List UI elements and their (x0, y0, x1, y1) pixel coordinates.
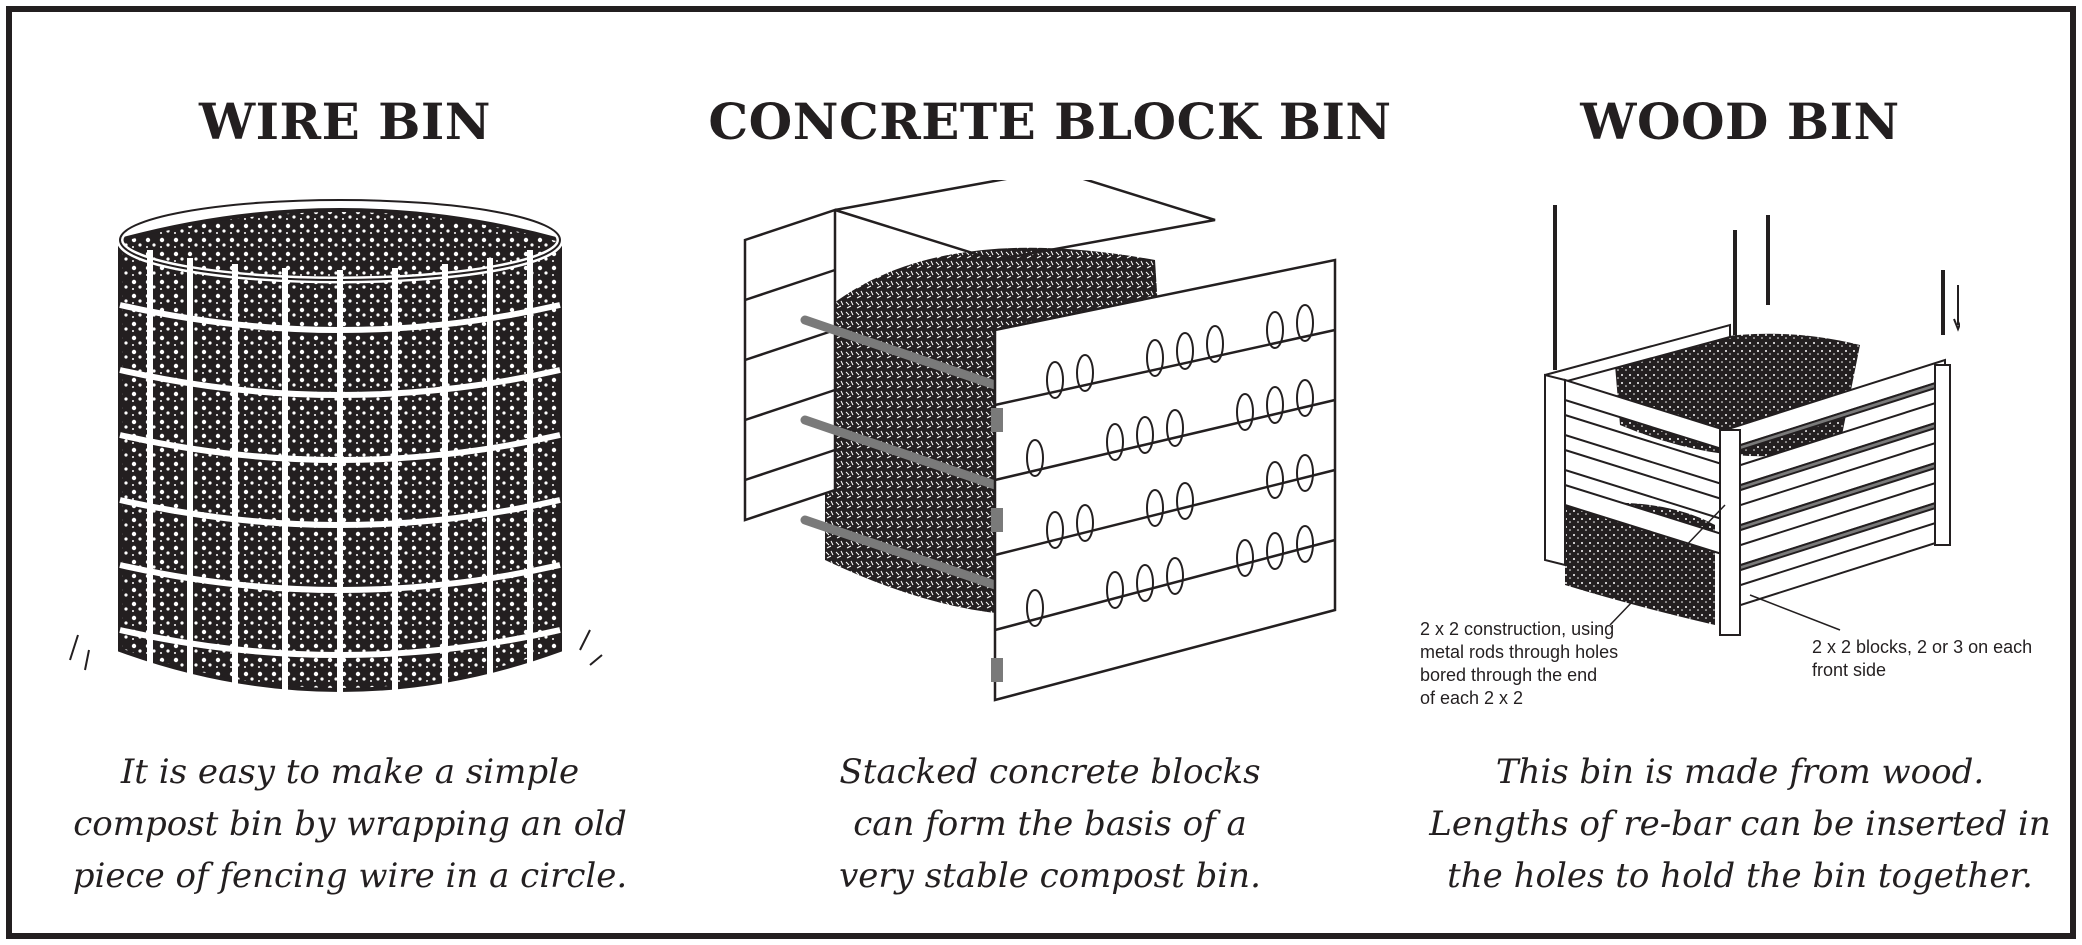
blocks-note-line: front side (1812, 660, 1887, 680)
concrete-block-bin-caption: Stacked concrete blocks can form the bas… (760, 746, 1340, 902)
caption-line: Stacked concrete blocks (839, 752, 1261, 792)
wire-bin-illustration (69, 196, 603, 696)
caption-line: Lengths of re-bar can be inserted in (1429, 804, 2051, 844)
construction-note-line: 2 x 2 construction, using (1420, 619, 1615, 639)
blocks-note-line: 2 x 2 blocks, 2 or 3 on each (1812, 637, 2033, 657)
wood-bin-illustration (1544, 205, 1960, 636)
caption-line: compost bin by wrapping an old (73, 804, 627, 844)
construction-note-line: of each 2 x 2 (1420, 688, 1524, 708)
caption-line: very stable compost bin. (839, 856, 1261, 896)
wire-bin-title: WIRE BIN (199, 92, 491, 151)
caption-line: can form the basis of a (853, 804, 1247, 844)
caption-line: This bin is made from wood. (1495, 752, 1985, 792)
caption-line: the holes to hold the bin together. (1447, 856, 2033, 896)
wood-bin-caption: This bin is made from wood. Lengths of r… (1420, 746, 2060, 902)
construction-note: 2 x 2 construction, using metal rods thr… (1420, 618, 1618, 710)
blocks-note: 2 x 2 blocks, 2 or 3 on each front side (1812, 636, 2032, 682)
construction-note-line: metal rods through holes (1420, 642, 1619, 662)
concrete-block-bin-title: CONCRETE BLOCK BIN (708, 92, 1392, 151)
caption-line: piece of fencing wire in a circle. (72, 856, 628, 896)
wood-bin-title: WOOD BIN (1580, 92, 1900, 151)
caption-line: It is easy to make a simple (120, 752, 580, 792)
construction-note-line: bored through the end (1420, 665, 1598, 685)
wire-bin-caption: It is easy to make a simple compost bin … (60, 746, 640, 902)
concrete-block-bin-illustration (743, 180, 1337, 702)
